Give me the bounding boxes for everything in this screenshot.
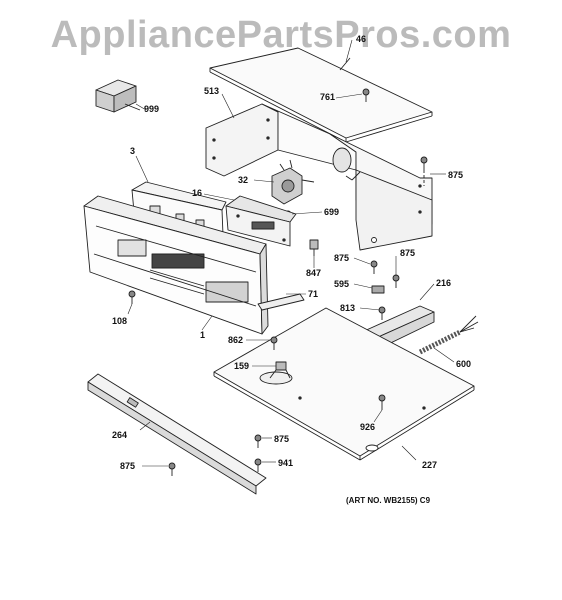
label-875e: 875 (120, 461, 136, 471)
part-71-trim (257, 293, 305, 311)
label-264: 264 (112, 430, 128, 440)
part-108-screw (128, 290, 136, 304)
leader-lines (127, 39, 455, 467)
label-159: 159 (234, 361, 250, 371)
label-16: 16 (192, 188, 203, 198)
label-46: 46 (356, 34, 367, 44)
label-875d: 875 (274, 434, 290, 444)
label-847: 847 (306, 268, 322, 278)
label-227: 227 (422, 460, 438, 470)
part-761-screw (362, 88, 370, 102)
part-875-screw-a (420, 156, 428, 186)
label-875c: 875 (400, 248, 416, 258)
part-875-screw-e (168, 462, 176, 476)
part-813-screw (378, 306, 386, 320)
label-875a: 875 (448, 170, 464, 180)
label-1: 1 (200, 330, 206, 340)
part-595-clip (371, 285, 385, 294)
part-227-base-plate (213, 307, 475, 461)
part-875-screw-d (254, 434, 262, 448)
part-847-bracket (309, 239, 319, 256)
label-941: 941 (278, 458, 294, 468)
part-1-front-panel (83, 195, 269, 335)
label-926: 926 (360, 422, 376, 432)
part-46-top-panel (209, 47, 433, 143)
part-159-component (269, 361, 291, 379)
label-761: 761 (320, 92, 336, 102)
part-513-housing (205, 103, 433, 251)
part-999-box (95, 79, 141, 113)
label-108: 108 (112, 316, 128, 326)
art-number: (ART NO. WB2155) C9 (346, 496, 431, 505)
part-862-screw (270, 336, 278, 350)
label-513: 513 (204, 86, 220, 96)
label-216: 216 (436, 278, 452, 288)
part-875-screw-b (370, 260, 378, 274)
label-71: 71 (308, 289, 319, 299)
label-600: 600 (456, 359, 472, 369)
part-941-screw (254, 458, 262, 472)
label-3: 3 (130, 146, 136, 156)
part-875-screw-c (392, 274, 400, 288)
part-32-fan-motor (271, 159, 315, 205)
label-862: 862 (228, 335, 244, 345)
part-264-trim-rail (87, 373, 267, 495)
label-595: 595 (334, 279, 350, 289)
label-813: 813 (340, 303, 356, 313)
part-926-screw (378, 394, 386, 410)
watermark-text: AppliancePartsPros.com (50, 14, 512, 56)
label-32: 32 (238, 175, 249, 185)
label-699: 699 (324, 207, 340, 217)
part-16-control-board (225, 195, 297, 247)
label-999: 999 (144, 104, 160, 114)
label-875b: 875 (334, 253, 350, 263)
